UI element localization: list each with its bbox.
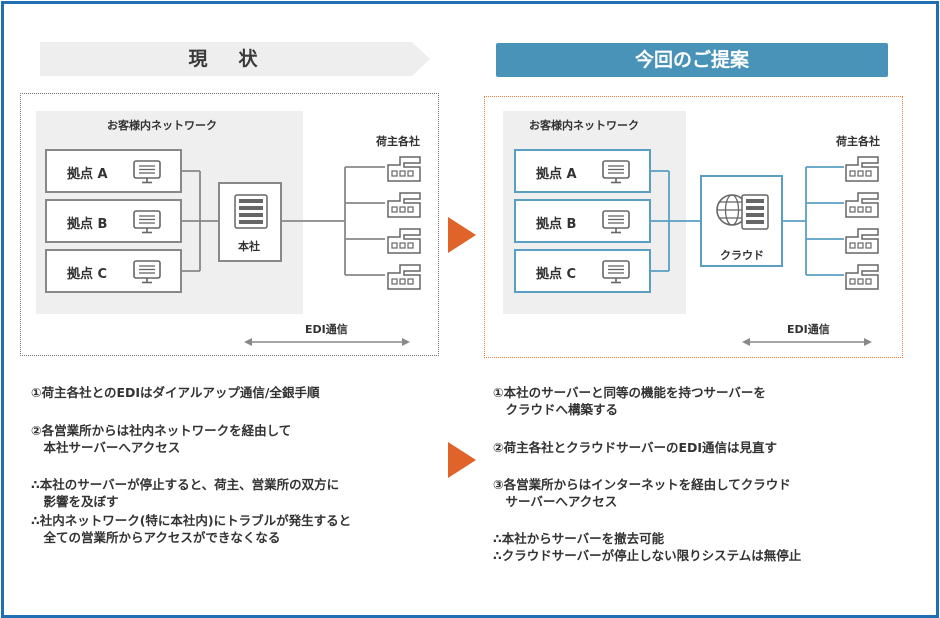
current-note-1: ①荷主各社とのEDIはダイアルアップ通信/全銀手順 — [31, 385, 320, 400]
current-state-header-shape — [40, 42, 430, 76]
current-state-diagram — [20, 93, 439, 356]
factory-icon — [845, 228, 879, 254]
site-b-box: 拠点 B — [45, 199, 182, 243]
globe-server-icon — [716, 194, 769, 230]
factory-icon — [387, 228, 421, 254]
site-c-box: 拠点 C — [45, 249, 182, 293]
cloud-box: クラウド — [700, 175, 783, 267]
site-a-label: 拠点 A — [536, 167, 577, 182]
site-b-box: 拠点 B — [514, 199, 651, 243]
edi-label: EDI通信 — [787, 323, 830, 336]
current-note-2: ②各営業所からは社内ネットワークを経由して — [31, 423, 292, 438]
proposal-header: 今回のご提案 — [496, 43, 888, 77]
site-b-label: 拠点 B — [67, 217, 108, 232]
proposal-note-2: ②荷主各社とクラウドサーバーのEDI通信は見直す — [493, 440, 778, 455]
site-a-box: 拠点 A — [514, 149, 651, 193]
monitor-icon — [602, 210, 630, 234]
arrow-right-icon — [448, 217, 476, 253]
shippers-label: 荷主各社 — [836, 135, 880, 148]
proposal-note-1-cont: クラウドへ構築する — [493, 402, 619, 417]
current-note-2-cont: 本社サーバーへアクセス — [31, 440, 181, 455]
head-office-label: 本社 — [238, 240, 260, 253]
factory-icon — [387, 264, 421, 290]
customer-network-label: お客様内ネットワーク — [529, 119, 639, 132]
edi-label: EDI通信 — [305, 323, 348, 336]
monitor-icon — [133, 210, 161, 234]
site-c-box: 拠点 C — [514, 249, 651, 293]
arrow-right-icon — [448, 442, 476, 478]
proposal-note-1: ①本社のサーバーと同等の機能を持つサーバーを — [493, 385, 766, 400]
cloud-label: クラウド — [720, 249, 764, 262]
site-a-box: 拠点 A — [45, 149, 182, 193]
current-note-4: ∴社内ネットワーク(特に本社内)にトラブルが発生すると — [31, 513, 352, 528]
head-office-box: 本社 — [218, 182, 282, 262]
shippers-label: 荷主各社 — [376, 135, 420, 148]
monitor-icon — [602, 260, 630, 284]
factory-icon — [845, 156, 879, 182]
proposal-note-3: ③各営業所からはインターネットを経由してクラウド — [493, 477, 791, 492]
proposal-note-3-cont: サーバーへアクセス — [493, 494, 618, 509]
proposal-note-4: ∴本社からサーバーを撤去可能 — [493, 531, 665, 546]
site-b-label: 拠点 B — [536, 217, 577, 232]
monitor-icon — [133, 260, 161, 284]
current-note-3-cont: 影響を及ぼす — [31, 494, 119, 509]
server-rack-icon — [234, 194, 268, 229]
proposal-diagram — [484, 96, 903, 358]
current-note-3: ∴本社のサーバーが停止すると、荷主、営業所の双方に — [31, 477, 340, 492]
factory-icon — [387, 192, 421, 218]
current-note-4-cont: 全ての営業所からアクセスができなくなる — [31, 530, 281, 545]
monitor-icon — [133, 160, 161, 184]
site-c-label: 拠点 C — [67, 267, 108, 282]
current-state-header: 現 状 — [188, 48, 264, 70]
factory-icon — [845, 264, 879, 290]
factory-icon — [845, 192, 879, 218]
site-a-label: 拠点 A — [67, 167, 108, 182]
factory-icon — [387, 156, 421, 182]
proposal-note-5: ∴クラウドサーバーが停止しない限りシステムは無停止 — [493, 548, 802, 563]
customer-network-label: お客様内ネットワーク — [107, 119, 217, 132]
site-c-label: 拠点 C — [536, 267, 577, 282]
monitor-icon — [602, 160, 630, 184]
